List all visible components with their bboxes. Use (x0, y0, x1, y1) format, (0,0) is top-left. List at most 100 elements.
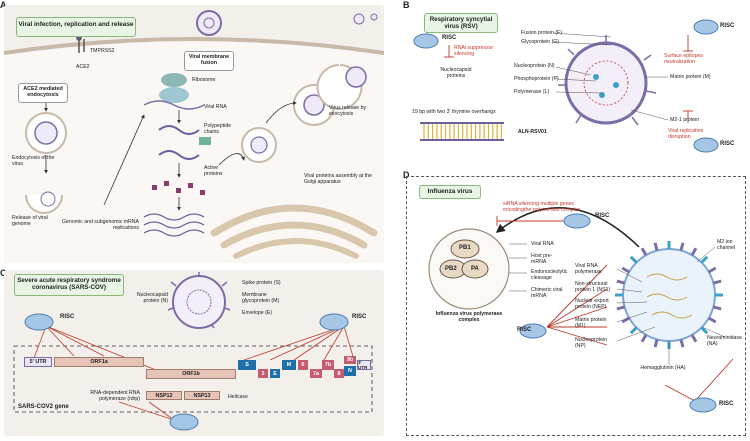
label-m2: M2 ion channel (717, 239, 736, 252)
flu-surface-spike (640, 334, 648, 343)
gene-utr3: 3' UTR (357, 360, 371, 370)
label-pa: PA (471, 266, 479, 272)
gene-nsp13: NSP13 (184, 391, 220, 400)
risc-c1: RISC (60, 314, 75, 320)
flu-surface-spike (713, 279, 722, 285)
label-m1: Matrix protein (M1) (575, 317, 607, 330)
panel-c-illustration (13, 272, 373, 431)
label-membrane-fusion: Viral membrane fusion (184, 51, 234, 71)
label-glyco: Glycoprotein (G) (521, 39, 560, 45)
panel-d-title: Influenza virus (419, 185, 481, 199)
label-aln: ALN-RSV01 (518, 129, 547, 135)
label-ribosome: Ribosome (192, 77, 216, 83)
risc-b3: RISC (720, 141, 735, 147)
label-vrp: Viral RNA polymerase (575, 263, 602, 276)
panel-a-title: Viral infection, replication and release (16, 17, 136, 37)
label-np: Nucleoprotein (N) (514, 63, 555, 69)
gene-7b: 7b (322, 360, 334, 370)
risc-d3: RISC (719, 401, 734, 407)
label-ns1: Non-structural protein 1 (NS1) (575, 281, 611, 294)
gene-7a: 7a (310, 369, 322, 378)
gene-8: 8 (334, 369, 344, 378)
panel-b-letter: B (403, 0, 410, 10)
risc-icon (413, 19, 719, 153)
label-membrane: Membrane glycoprotein (M) (242, 292, 280, 305)
label-host-pre: Host pre-mRNA (531, 253, 553, 266)
panel-a-illustration (3, 10, 385, 263)
risc-d1: RISC (595, 213, 610, 219)
label-replication: Viral replication disruption (668, 128, 704, 141)
panel-b-illustration (413, 19, 719, 153)
flu-surface-spike (653, 242, 659, 251)
flu-surface-spike (653, 339, 659, 348)
risc-icon (519, 213, 717, 413)
label-nep: Nuclear export protein (NEP) (575, 298, 609, 311)
label-envelope: Envelope (E) (242, 310, 272, 316)
label-pb1: PB1 (459, 245, 471, 251)
gene-s: S (238, 360, 256, 370)
flu-surface-spike (679, 339, 685, 348)
label-viral-rna: Viral RNA (204, 104, 227, 110)
label-na: Neuraminidase (NA) (707, 335, 742, 348)
label-gene-title: SARS-COV2 gene (18, 404, 69, 410)
gene-n: N (344, 366, 356, 376)
flu-surface-spike (621, 316, 630, 324)
label-ace2-endocytosis: ACE2 mediated endocytosis (18, 83, 68, 103)
receptor-icons (76, 35, 85, 53)
panel-a-letter: A (0, 0, 7, 10)
label-np-d: Nucleoprotein (NP) (575, 337, 608, 350)
gene-6: 6 (298, 360, 308, 370)
flu-surface-spike (616, 305, 625, 311)
gene-m: M (282, 360, 296, 370)
label-exocytosis: Virus release by exocytosis (329, 105, 367, 118)
panel-b: Respiratory syncytial virus (RSV) RISC R… (406, 5, 746, 165)
label-polypeptide: Polypeptide chains (204, 123, 232, 136)
label-ha: Hemagglutinin (HA) (640, 365, 686, 371)
panel-a: Viral infection, replication and release… (3, 5, 385, 263)
gene-nsp12: NSP12 (146, 391, 182, 400)
panel-c: Severe acute respiratory syndrome corona… (4, 270, 384, 436)
flu-surface-spike (708, 266, 717, 274)
panel-c-title: Severe acute respiratory syndrome corona… (14, 274, 124, 296)
label-helicase: Helicase (228, 394, 248, 400)
panel-d-letter: D (403, 170, 410, 180)
label-pb2: PB2 (445, 266, 457, 272)
flu-surface-spike (616, 279, 625, 285)
label-endo: Endonucleolytic cleavage (531, 269, 568, 282)
label-ace2: ACE2 (76, 64, 90, 70)
risc-b2: RISC (720, 23, 735, 29)
virus-top-icon (196, 10, 378, 36)
flu-surface-spike (640, 247, 648, 256)
gene-3: 3 (258, 369, 268, 378)
risc-d2: RISC (517, 327, 532, 333)
label-tmprss2: TMPRSS2 (90, 48, 115, 54)
risc-c2: RISC (352, 314, 367, 320)
label-genomic: Genomic and subgenomic mRNA replications (62, 219, 139, 232)
label-sirna-d: siRNA silencing multiple genes encodingt… (503, 201, 581, 214)
label-golgi: Viral proteins assembly at the Golgi app… (304, 173, 372, 186)
gene-orf1b: ORF1b (146, 369, 236, 379)
label-fusion: Fusion protein (F) (521, 30, 562, 36)
label-release-genome: Release of viral genome (12, 215, 48, 228)
label-spike: Spike protein (S) (242, 280, 281, 286)
risc-b1: RISC (442, 35, 457, 41)
label-complex: Influenza virus polymerase complex (435, 311, 503, 324)
label-m21: M2-1 protein (670, 117, 700, 123)
label-nucleocapsid-c: Nucleocapsid protein (N) (136, 292, 168, 305)
label-active-proteins: Active proteins (204, 165, 223, 178)
label-rdrp: RNA-dependent RNA polymerase (rdrp) (90, 390, 140, 403)
label-pp: Phosphoprotein (P) (514, 76, 559, 82)
flu-surface-spike (629, 255, 638, 264)
label-nucleocapsid: Nucleocapsid proteins (440, 67, 472, 80)
gene-e: E (270, 369, 280, 378)
label-matrix: Matrix protein (M) (670, 74, 711, 80)
label-viral-rna-d: Viral RNA (531, 241, 554, 247)
flu-surface-spike (679, 242, 685, 251)
gene-orf1a: ORF1a (54, 357, 144, 367)
panel-c-letter: C (0, 268, 7, 278)
label-sirna-desc: 19 bp with two 3' thymine overhangs (412, 109, 496, 115)
label-chimeric: Chimeric viral mRNA (531, 287, 563, 300)
label-pol: Polymerase (L) (514, 89, 550, 95)
flu-surface-spike (629, 326, 638, 335)
flu-surface-spike (708, 316, 717, 324)
